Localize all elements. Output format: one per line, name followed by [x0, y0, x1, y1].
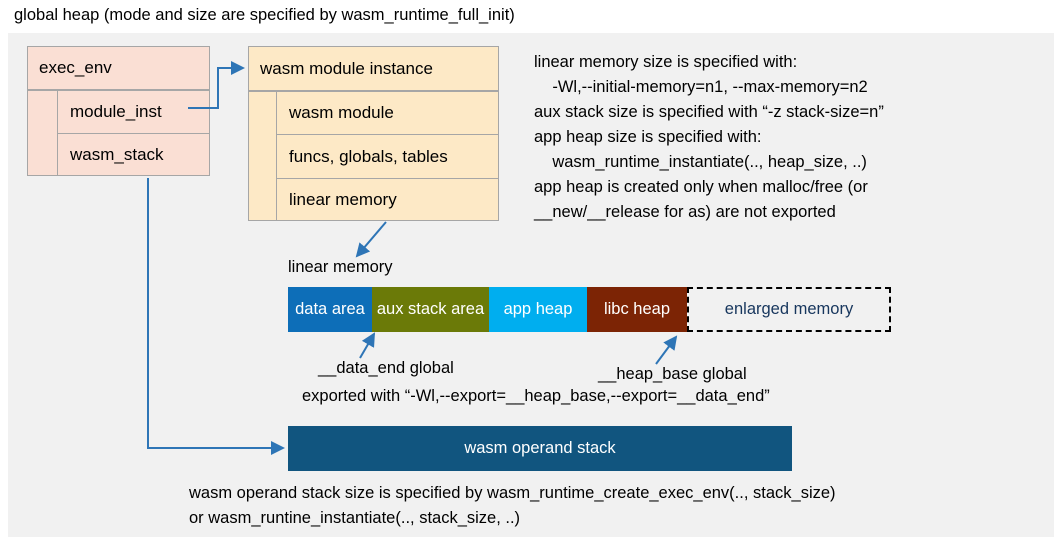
annotation-exported-globals: exported with “-Wl,--export=__heap_base,…	[302, 387, 770, 405]
linear-memory-bar: data area aux stack area app heap libc heap…	[288, 287, 891, 332]
memory-segment-libc-heap: libc heap	[587, 287, 687, 332]
module-instance-field-linear-memory: linear memory	[276, 178, 499, 221]
memory-segment-data-area: data area	[288, 287, 372, 332]
exec-env-struct: exec_env module_inst wasm_stack	[27, 46, 212, 178]
memory-segment-label: enlarged memory	[724, 300, 854, 318]
memory-segment-aux-stack-area: aux stack area	[372, 287, 489, 332]
wasm-operand-stack-label: wasm operand stack	[464, 439, 616, 457]
linear-memory-bar-label: linear memory	[288, 258, 393, 276]
exec-env-field-module-inst: module_inst	[57, 90, 210, 133]
module-instance-title: wasm module instance	[260, 58, 433, 78]
page-title: global heap (mode and size are specified…	[14, 6, 515, 24]
operand-stack-caption: wasm operand stack size is specified by …	[189, 484, 836, 527]
module-instance-header-box	[248, 46, 499, 91]
exec-env-header-box	[27, 46, 210, 90]
module-instance-field-wasm-module: wasm module	[276, 91, 499, 134]
memory-segment-label: libc heap	[603, 300, 671, 318]
memory-segment-app-heap: app heap	[489, 287, 587, 332]
memory-sizing-description: linear memory size is specified with: -W…	[534, 53, 884, 221]
wasm-operand-stack-bar: wasm operand stack	[288, 426, 792, 471]
memory-segment-label: data area	[295, 300, 365, 318]
memory-segment-label: aux stack area	[376, 300, 485, 318]
module-instance-fields-box	[248, 91, 499, 221]
memory-segment-enlarged-memory: enlarged memory	[687, 287, 891, 332]
exec-env-title: exec_env	[39, 58, 112, 77]
memory-segment-label: app heap	[503, 300, 573, 318]
wasm-module-instance-struct: wasm module instance wasm module funcs, …	[248, 46, 501, 223]
annotation-data-end: __data_end global	[318, 359, 454, 377]
exec-env-field-wasm-stack: wasm_stack	[57, 133, 210, 176]
module-instance-field-funcs-globals-tables: funcs, globals, tables	[276, 134, 499, 178]
annotation-heap-base: __heap_base global	[598, 365, 747, 383]
